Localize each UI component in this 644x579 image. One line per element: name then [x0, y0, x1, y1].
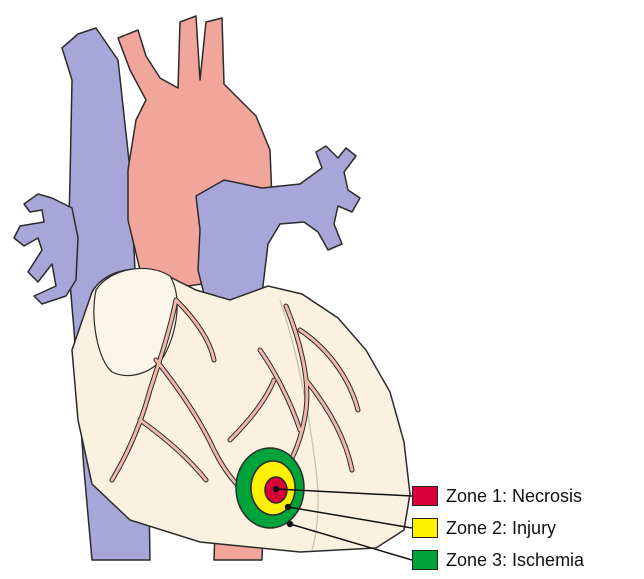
legend-item-zone-3: Zone 3: Ischemia: [412, 548, 584, 572]
legend-item-zone-2: Zone 2: Injury: [412, 516, 556, 540]
zone-3-label: Zone 3: Ischemia: [446, 550, 584, 571]
zone-1-swatch: [412, 486, 438, 506]
zone-1-label: Zone 1: Necrosis: [446, 486, 582, 507]
infarct-zones: [236, 448, 304, 528]
legend-item-zone-1: Zone 1: Necrosis: [412, 484, 582, 508]
zone-3-swatch: [412, 550, 438, 570]
zone-2-swatch: [412, 518, 438, 538]
zone-2-label: Zone 2: Injury: [446, 518, 556, 539]
